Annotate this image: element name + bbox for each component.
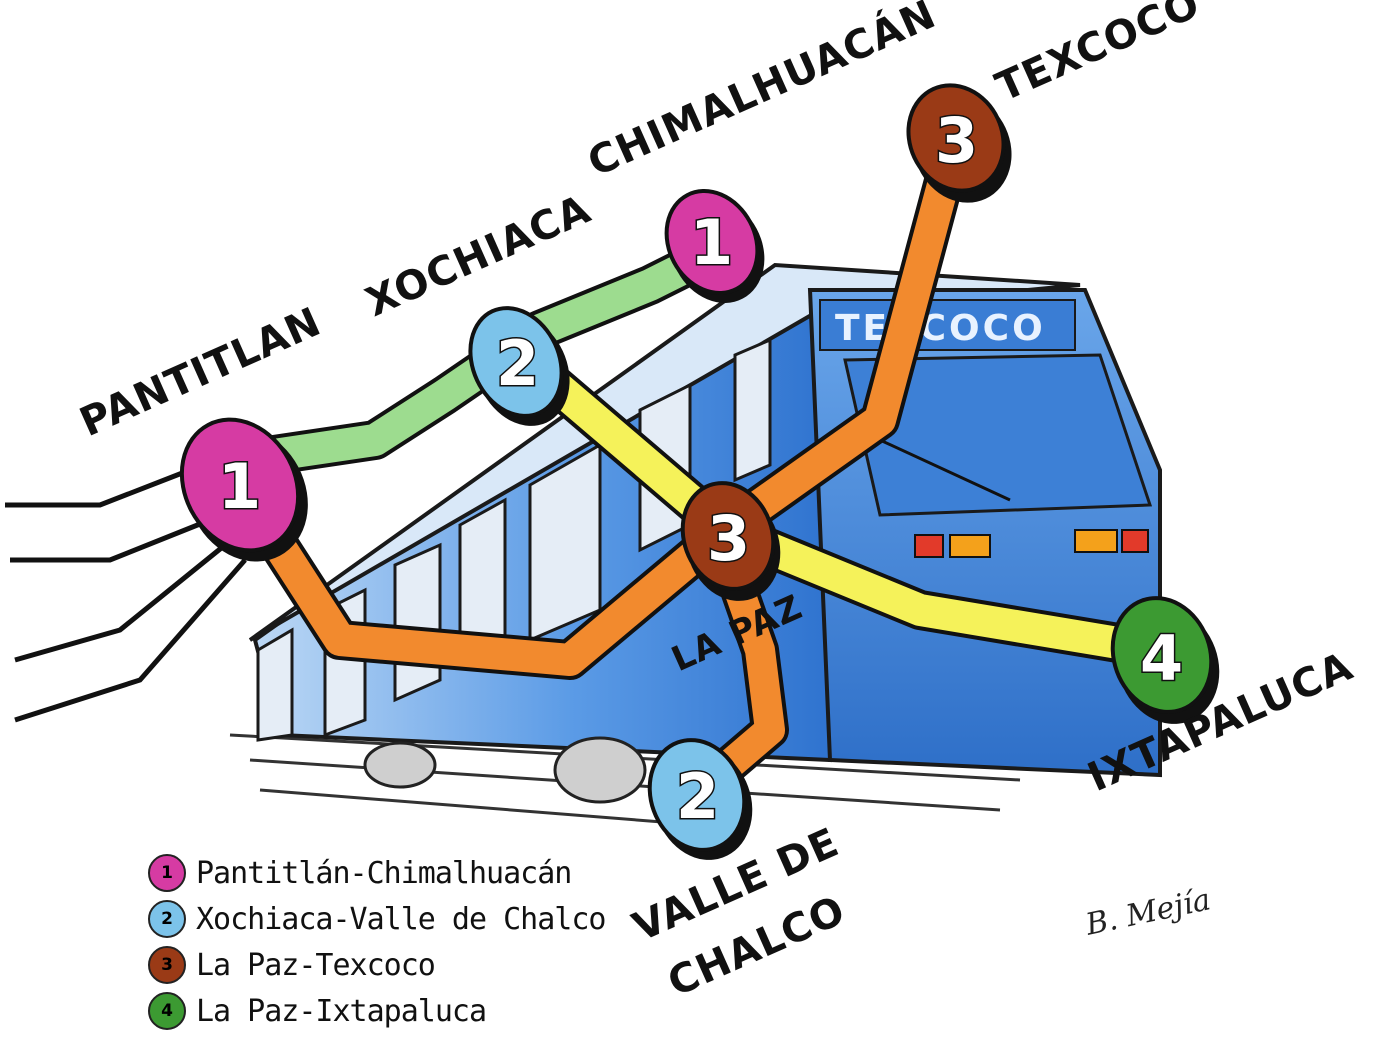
train-roof xyxy=(248,262,1081,642)
bogie xyxy=(363,736,647,804)
badge-number: 2 xyxy=(676,760,719,833)
legend: 1 Pantitlán-Chimalhuacán 2 Xochiaca-Vall… xyxy=(148,850,606,1034)
legend-label: La Paz-Ixtapaluca xyxy=(196,993,487,1029)
legend-label: Pantitlán-Chimalhuacán xyxy=(196,855,572,891)
legend-dot: 4 xyxy=(148,992,186,1030)
headlights xyxy=(914,529,1149,558)
badge-texcoco: 3 xyxy=(906,83,1012,203)
destination-sign: TEXCOCO xyxy=(835,308,1046,349)
legend-item-line-3: 3 La Paz-Texcoco xyxy=(148,942,605,988)
badge-ixtapaluca: 4 xyxy=(1110,596,1220,724)
badge-number: 2 xyxy=(496,327,539,400)
legend-dot: 1 xyxy=(148,854,186,892)
legend-label: La Paz-Texcoco xyxy=(196,947,436,983)
badge-la-paz: 3 xyxy=(680,481,781,601)
legend-dot: 2 xyxy=(148,900,186,938)
badge-xochiaca: 2 xyxy=(468,306,570,426)
badge-number: 3 xyxy=(935,104,978,177)
badge-number: 3 xyxy=(707,502,750,575)
badge-pantitlan: 1 xyxy=(179,417,308,562)
legend-item-line-2: 2 Xochiaca-Valle de Chalco xyxy=(148,896,606,942)
side-windows xyxy=(256,337,772,742)
badge-number: 1 xyxy=(218,450,261,523)
badge-chimalhuacan: 1 xyxy=(664,189,765,303)
legend-dot: 3 xyxy=(148,946,186,984)
badge-number: 1 xyxy=(690,206,733,279)
destination-sign-panel xyxy=(819,299,1076,351)
legend-label: Xochiaca-Valle de Chalco xyxy=(196,901,606,937)
badge-valle-de-chalco: 2 xyxy=(647,738,753,860)
badge-number: 4 xyxy=(1140,622,1183,695)
legend-item-line-1: 1 Pantitlán-Chimalhuacán xyxy=(148,850,605,896)
windshield xyxy=(843,353,1153,517)
legend-item-line-4: 4 La Paz-Ixtapaluca xyxy=(148,988,605,1034)
overhead-wires xyxy=(5,467,247,723)
